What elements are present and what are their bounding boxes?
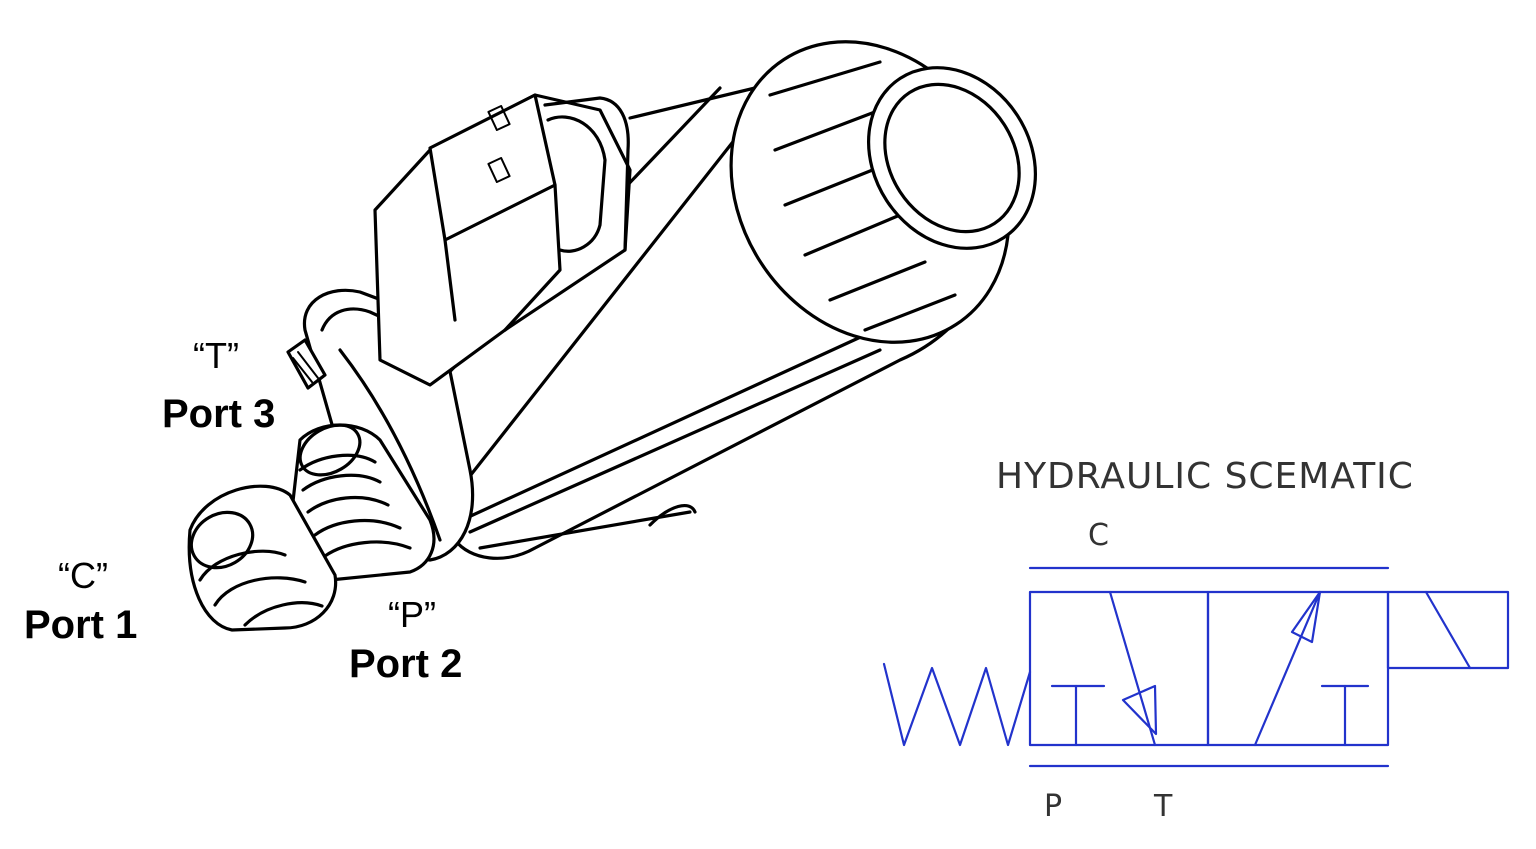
port1-name-label: Port 1 bbox=[24, 603, 137, 647]
cartridge-body bbox=[290, 423, 436, 582]
solenoid-actuator-symbol bbox=[1386, 590, 1510, 670]
left-box-symbols bbox=[1050, 590, 1158, 747]
port2-quote-label: “P” bbox=[388, 594, 436, 635]
schematic-port-p-label: P bbox=[1044, 789, 1062, 824]
schematic-title: HYDRAULIC SCEMATIC bbox=[996, 456, 1414, 497]
port3-name-label: Port 3 bbox=[162, 392, 275, 436]
schematic-port-c-label: C bbox=[1088, 518, 1109, 553]
c-port-nose bbox=[187, 484, 338, 632]
spring-symbol bbox=[882, 662, 1032, 747]
port-labels: “T” Port 3 “C” Port 1 “P” Port 2 bbox=[24, 335, 462, 686]
valve-box-left bbox=[1028, 590, 1210, 747]
port3-quote-label: “T” bbox=[193, 335, 239, 376]
electrical-connector bbox=[373, 93, 632, 387]
valve-box-right bbox=[1206, 590, 1390, 747]
schematic-port-t-label: T bbox=[1153, 789, 1173, 824]
solenoid-valve-drawing bbox=[187, 40, 1038, 632]
t-port-stub bbox=[286, 338, 327, 390]
port1-quote-label: “C” bbox=[58, 555, 108, 596]
hydraulic-schematic: HYDRAULIC SCEMATIC C P T bbox=[882, 456, 1510, 824]
knurled-end-cap bbox=[729, 40, 1038, 344]
port2-name-label: Port 2 bbox=[349, 642, 462, 686]
right-box-symbols bbox=[1253, 590, 1370, 747]
